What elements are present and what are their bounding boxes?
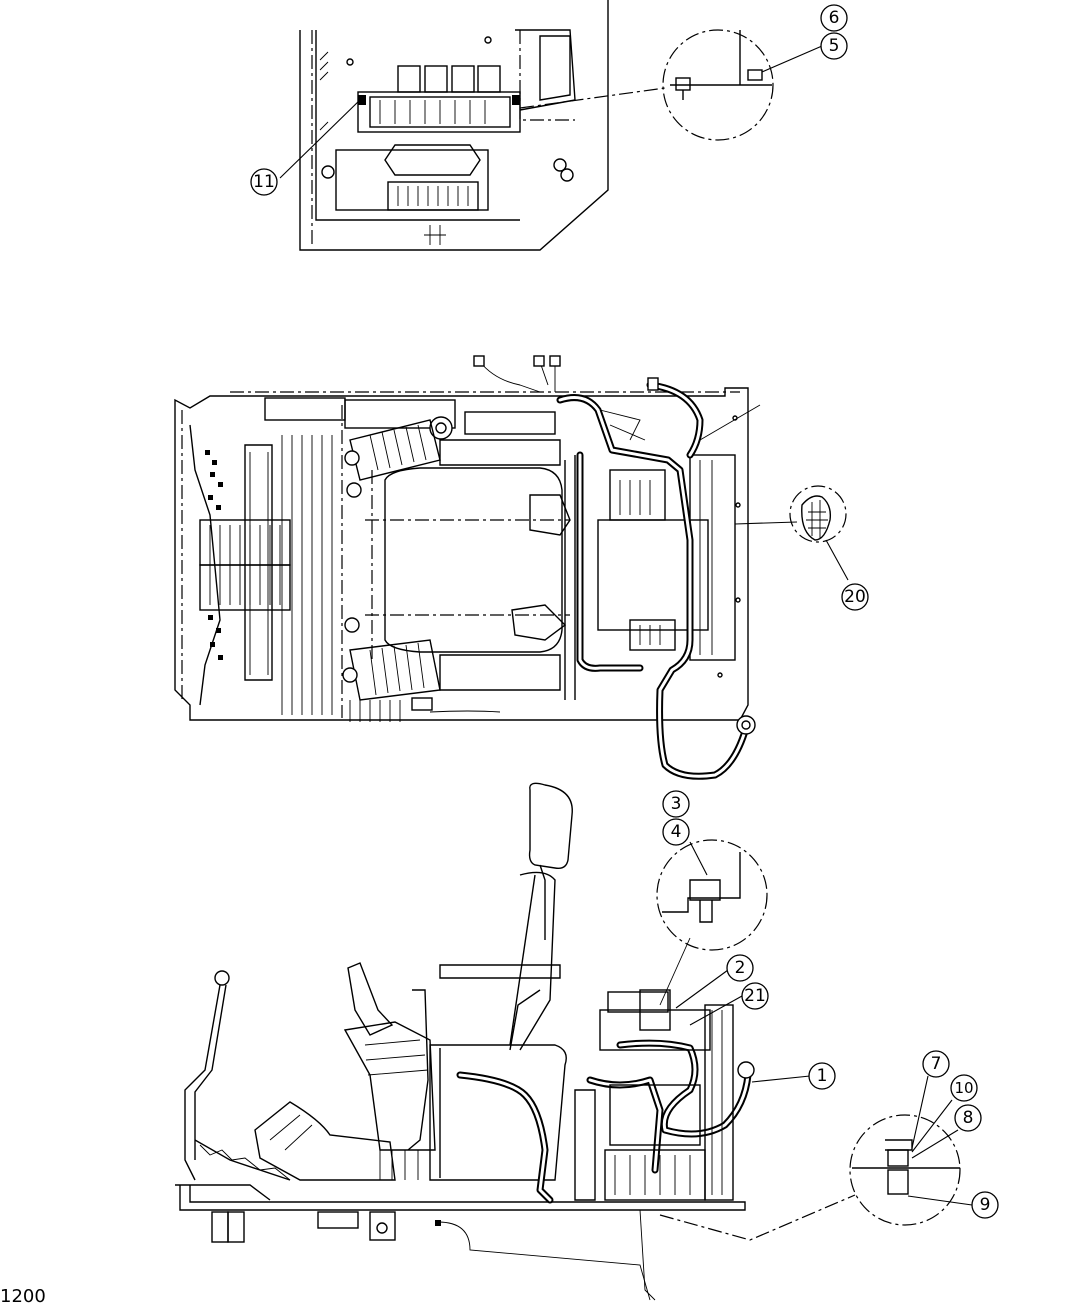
callout-1: 1 (808, 1062, 836, 1090)
side-view (175, 782, 973, 1301)
svg-text:10: 10 (954, 1079, 973, 1097)
callout-6: 6 (820, 4, 848, 32)
svg-text:9: 9 (980, 1195, 991, 1215)
callout-3: 3 (662, 790, 690, 818)
callout-7: 7 (922, 1050, 950, 1078)
svg-text:8: 8 (963, 1108, 974, 1128)
callout-4: 4 (662, 818, 690, 846)
svg-text:7: 7 (931, 1054, 942, 1074)
callout-20: 20 (841, 583, 869, 611)
callout-5: 5 (820, 32, 848, 60)
svg-text:20: 20 (844, 587, 866, 607)
svg-text:5: 5 (829, 36, 840, 56)
figure-code: 1200 (0, 1286, 46, 1304)
callout-9: 9 (971, 1191, 999, 1219)
callout-10: 10 (950, 1074, 978, 1102)
svg-text:3: 3 (671, 794, 682, 814)
svg-text:2: 2 (735, 958, 746, 978)
top-panel-view (279, 0, 823, 251)
callout-2: 2 (726, 954, 754, 982)
callout-8: 8 (954, 1104, 982, 1132)
svg-text:4: 4 (671, 822, 682, 842)
svg-text:11: 11 (253, 172, 275, 192)
plan-view (174, 355, 849, 780)
callout-11: 11 (250, 168, 278, 196)
svg-text:6: 6 (829, 8, 840, 28)
svg-text:21: 21 (744, 986, 766, 1006)
svg-text:1: 1 (817, 1066, 828, 1086)
callout-21: 21 (741, 982, 769, 1010)
